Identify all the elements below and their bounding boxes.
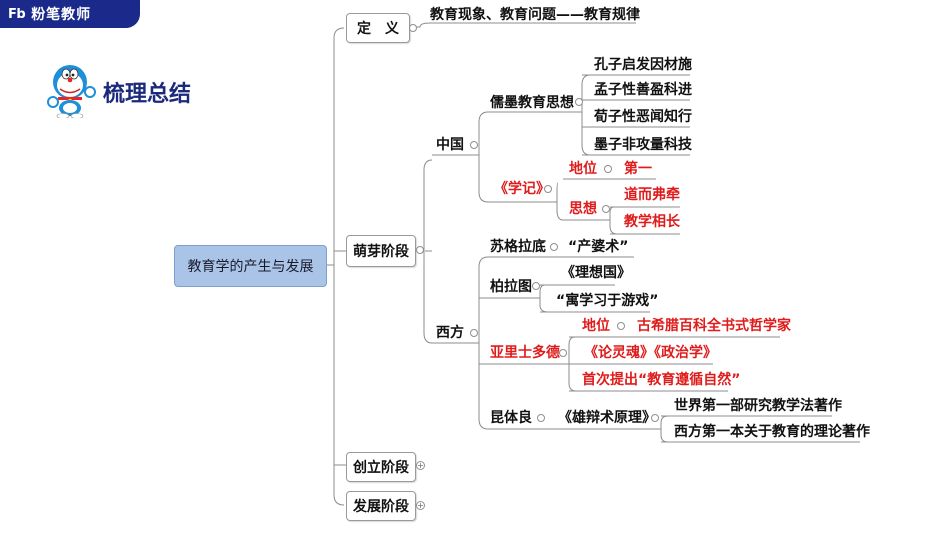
- brand-name: 粉笔教师: [31, 7, 92, 23]
- xueji-status-label: 地位: [569, 161, 597, 177]
- xueji-thought-item: 道而弗牵: [624, 187, 680, 203]
- socrates-method: “产婆术”: [568, 239, 629, 255]
- xueji-thought-label: 思想: [569, 201, 597, 217]
- collapse-toggle-icon[interactable]: [559, 349, 567, 357]
- quintilian-note: 西方第一本关于教育的理论著作: [674, 424, 870, 440]
- collapse-toggle-icon[interactable]: [544, 185, 552, 193]
- node-quintilian[interactable]: 昆体良: [490, 410, 532, 426]
- collapse-toggle-icon[interactable]: [602, 205, 610, 213]
- confucian-item: 荀子性恶闻知行: [594, 109, 692, 125]
- collapse-toggle-icon[interactable]: [470, 329, 478, 337]
- node-founding-stage[interactable]: 创立阶段: [346, 452, 416, 482]
- doraemon-mascot-icon: [47, 65, 96, 118]
- collapse-toggle-icon[interactable]: [617, 322, 625, 330]
- expand-toggle-icon[interactable]: +: [416, 461, 425, 470]
- collapse-toggle-icon[interactable]: [470, 141, 478, 149]
- plato-item: “寓学习于游戏”: [556, 293, 659, 309]
- aristotle-status-value: 古希腊百科全书式哲学家: [637, 318, 791, 334]
- expand-toggle-icon[interactable]: +: [416, 501, 425, 510]
- node-plato[interactable]: 柏拉图: [490, 279, 532, 295]
- root-node[interactable]: 教育学的产生与发展: [174, 245, 327, 287]
- collapse-toggle-icon[interactable]: [416, 246, 424, 254]
- node-definition[interactable]: 定 义: [346, 13, 410, 43]
- node-xueji[interactable]: 《学记》: [494, 181, 550, 197]
- section-title: 梳理总结: [103, 82, 192, 107]
- xueji-thought-item: 教学相长: [624, 214, 680, 230]
- confucian-item: 孟子性善盈科进: [594, 82, 692, 98]
- quintilian-note: 世界第一部研究教学法著作: [674, 398, 842, 414]
- collapse-toggle-icon[interactable]: [604, 165, 612, 173]
- node-sprout-stage[interactable]: 萌芽阶段: [346, 235, 416, 267]
- collapse-toggle-icon[interactable]: [575, 98, 583, 106]
- node-socrates[interactable]: 苏格拉底: [490, 239, 546, 255]
- confucian-item: 墨子非攻量科技: [594, 137, 692, 153]
- node-china[interactable]: 中国: [436, 137, 464, 153]
- brand-logo: Fb: [8, 6, 26, 22]
- node-west[interactable]: 西方: [436, 325, 464, 341]
- node-confucian-mohist[interactable]: 儒墨教育思想: [490, 95, 574, 111]
- brand-banner: Fb 粉笔教师: [0, 0, 140, 28]
- definition-content: 教育现象、教育问题——教育规律: [430, 7, 640, 23]
- node-aristotle[interactable]: 亚里士多德: [490, 345, 560, 361]
- aristotle-first: 首次提出“教育遵循自然”: [582, 372, 741, 388]
- aristotle-works: 《论灵魂》《政治学》: [584, 345, 717, 361]
- xueji-status-value: 第一: [624, 161, 652, 177]
- collapse-toggle-icon[interactable]: [409, 24, 417, 32]
- quintilian-book: 《雄辩术原理》: [558, 410, 656, 426]
- collapse-toggle-icon[interactable]: [532, 282, 540, 290]
- collapse-toggle-icon[interactable]: [651, 414, 659, 422]
- collapse-toggle-icon[interactable]: [550, 243, 558, 251]
- confucian-item: 孔子启发因材施: [594, 57, 692, 73]
- collapse-toggle-icon[interactable]: [537, 414, 545, 422]
- plato-item: 《理想国》: [561, 265, 631, 281]
- aristotle-status-label: 地位: [582, 318, 610, 334]
- node-developing-stage[interactable]: 发展阶段: [346, 491, 416, 521]
